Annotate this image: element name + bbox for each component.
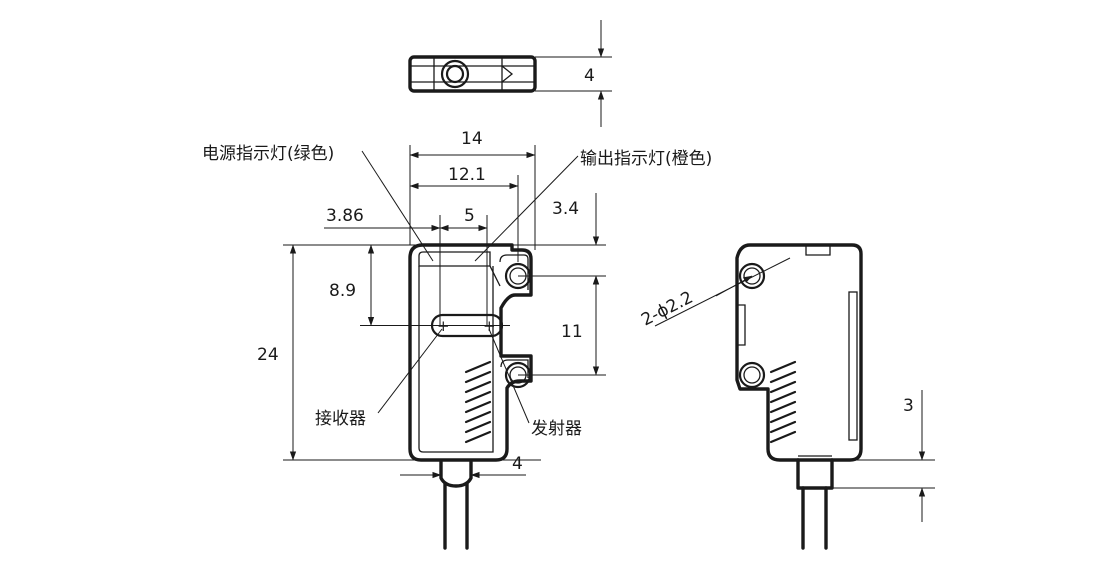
dim-lens-height: 8.9 <box>329 281 356 301</box>
dim-hole-top-offset: 3.4 <box>552 199 579 219</box>
side-hole-top <box>738 262 766 290</box>
callouts: 电源指示灯(绿色) 输出指示灯(橙色) 接收器 发射器 <box>202 144 712 439</box>
dim-top-thickness: 4 <box>584 66 595 86</box>
side-dimensions: 2-ϕ2.2 3 <box>638 257 935 522</box>
dim-cable-base: 3 <box>903 396 914 416</box>
side-hole-bottom <box>738 361 766 389</box>
side-ribs <box>769 360 797 444</box>
label-emitter: 发射器 <box>531 419 582 439</box>
dim-width-total: 14 <box>461 129 483 149</box>
side-view <box>735 243 863 550</box>
top-view: 4 <box>408 20 612 127</box>
dim-lens-offset: 3.86 <box>326 206 364 226</box>
front-cable <box>439 460 473 488</box>
front-ribs <box>464 360 492 444</box>
label-receiver: 接收器 <box>315 409 366 429</box>
label-mounting-holes: 2-ϕ2.2 <box>638 288 696 331</box>
dim-lens-spacing: 5 <box>464 206 475 226</box>
dim-hole-spacing: 11 <box>561 322 583 342</box>
top-hole-inner <box>445 64 465 84</box>
front-dimensions: 14 12.1 3.86 5 3.4 8.9 24 11 4 <box>257 129 606 479</box>
dim-cable-width: 4 <box>512 454 523 474</box>
side-cable <box>796 458 834 490</box>
top-hole-outer <box>440 59 470 89</box>
dim-width-inner: 12.1 <box>448 165 486 185</box>
front-view: + + <box>408 243 533 550</box>
label-output-indicator: 输出指示灯(橙色) <box>580 149 712 169</box>
front-housing <box>408 243 533 462</box>
side-housing <box>735 243 863 462</box>
dim-height-total: 24 <box>257 345 279 365</box>
label-power-indicator: 电源指示灯(绿色) <box>202 144 334 164</box>
